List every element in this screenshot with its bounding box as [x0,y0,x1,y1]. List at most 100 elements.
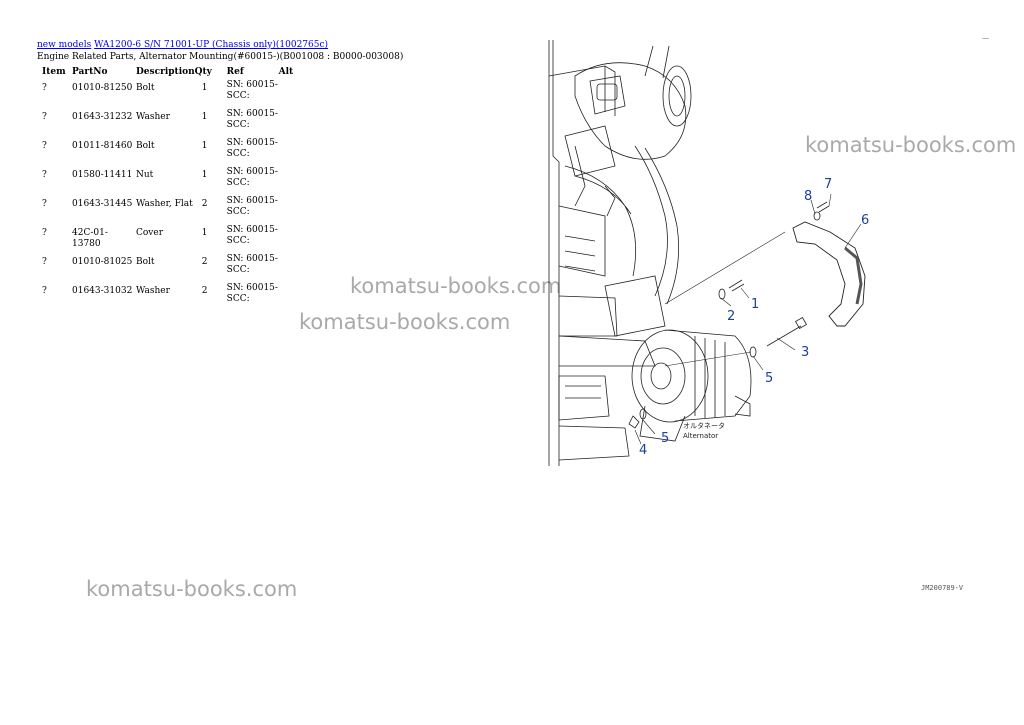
drawing-code: JM200789-V [921,584,964,592]
cell-qty: 1 [201,141,208,151]
cell-item: ? [42,199,47,209]
header-alt: Alt [278,67,294,77]
ref-line: SCC: [226,149,250,159]
cell-partno: 01011-81460 [72,141,133,151]
table-header-row: Item PartNo Description Qty Ref Alt [37,66,299,80]
cell-alt [279,196,299,225]
ref-line: SCC: [226,294,250,304]
cell-qty: 1 [201,83,208,93]
cell-description: Bolt [136,257,155,267]
cell-ref: SN: 60015-SCC: [215,283,279,312]
cell-item: ? [42,257,47,267]
callout-5-upper: 5 [765,371,773,386]
cell-ref: SN: 60015-SCC: [215,225,279,254]
cell-description: Cover [136,228,164,238]
cell-item: ? [42,228,47,238]
alternator-label-jp: オルタネータ [683,421,725,430]
cell-ref: SN: 60015-SCC: [215,167,279,196]
cell-alt [279,138,299,167]
watermark: komatsu-books.com [86,577,298,601]
breadcrumb: new models WA1200-6 S/N 71001-UP (Chassi… [37,40,328,50]
alternator-label-en: Alternator [683,432,718,440]
ref-line: SCC: [226,91,250,101]
cell-ref: SN: 60015-SCC: [215,196,279,225]
callout-6: 6 [861,213,869,228]
leader-lines [634,193,862,445]
callout-8: 8 [804,189,812,204]
cell-partno: 01643-31445 [72,199,133,209]
corner-mark: — [982,34,989,42]
watermark: komatsu-books.com [350,274,562,298]
callout-1: 1 [751,297,759,312]
header-qty: Qty [194,67,212,77]
cell-qty: 1 [201,112,208,122]
ref-line: SN: 60015- [226,225,278,235]
cell-ref: SN: 60015-SCC: [215,109,279,138]
engine-outline [548,40,752,466]
callout-5-lower: 5 [661,431,669,446]
breadcrumb-link-model[interactable]: WA1200-6 S/N 71001-UP (Chassis only)(100… [94,40,329,50]
parts-diagram: 1 2 3 4 5 5 6 7 8 オルタネータ Alternator [548,40,869,466]
cell-description: Washer [136,112,170,122]
ref-line: SN: 60015- [226,138,278,148]
ref-line: SN: 60015- [226,196,278,206]
ref-line: SCC: [226,120,250,130]
ref-line: SCC: [226,207,250,217]
cell-alt [279,167,299,196]
header-ref: Ref [226,67,244,77]
cell-description: Washer [136,286,170,296]
page-title: Engine Related Parts, Alternator Mountin… [37,52,404,62]
cell-partno: 01010-81025 [72,257,133,267]
ref-line: SN: 60015- [226,254,278,264]
ref-line: SN: 60015- [226,109,278,119]
cell-partno: 01580-11411 [72,170,133,180]
cell-qty: 2 [201,286,208,296]
callout-3: 3 [801,345,809,360]
cell-item: ? [42,170,47,180]
ref-line: SCC: [226,236,250,246]
cell-partno: 01010-81250 [72,83,133,93]
callout-numbers: 1 2 3 4 5 5 6 7 8 [639,177,869,458]
ref-line: SCC: [226,178,250,188]
cell-qty: 2 [201,199,208,209]
cell-description: Bolt [136,83,155,93]
cell-ref: SN: 60015-SCC: [215,138,279,167]
fasteners [628,201,830,429]
cell-qty: 1 [201,170,208,180]
cell-alt [279,254,299,283]
cell-alt [279,283,299,312]
cell-alt [279,109,299,138]
ref-line: SN: 60015- [226,80,278,90]
cell-ref: SN: 60015-SCC: [215,80,279,109]
cell-qty: 2 [201,257,208,267]
watermark: komatsu-books.com [299,310,511,334]
header-partno: PartNo [72,67,108,77]
cell-ref: SN: 60015-SCC: [215,254,279,283]
cell-alt [279,225,299,254]
cell-item: ? [42,286,47,296]
ref-line: SCC: [226,265,250,275]
watermark: komatsu-books.com [805,133,1017,157]
header-item: Item [42,67,66,77]
cell-description: Washer, Flat [136,199,193,209]
parts-table: Item PartNo Description Qty Ref Alt ? 010… [37,66,299,312]
callout-4: 4 [639,443,647,458]
header-description: Description [136,67,195,77]
cell-partno: 42C-01-13780 [72,228,108,249]
alternator-label: オルタネータ Alternator [683,421,725,440]
cell-description: Nut [136,170,154,180]
breadcrumb-link-new-models[interactable]: new models [37,40,92,50]
cell-item: ? [42,83,47,93]
cell-item: ? [42,112,47,122]
ref-line: SN: 60015- [226,283,278,293]
ref-line: SN: 60015- [226,167,278,177]
cell-partno: 01643-31232 [72,112,133,122]
cover-part [792,221,866,327]
